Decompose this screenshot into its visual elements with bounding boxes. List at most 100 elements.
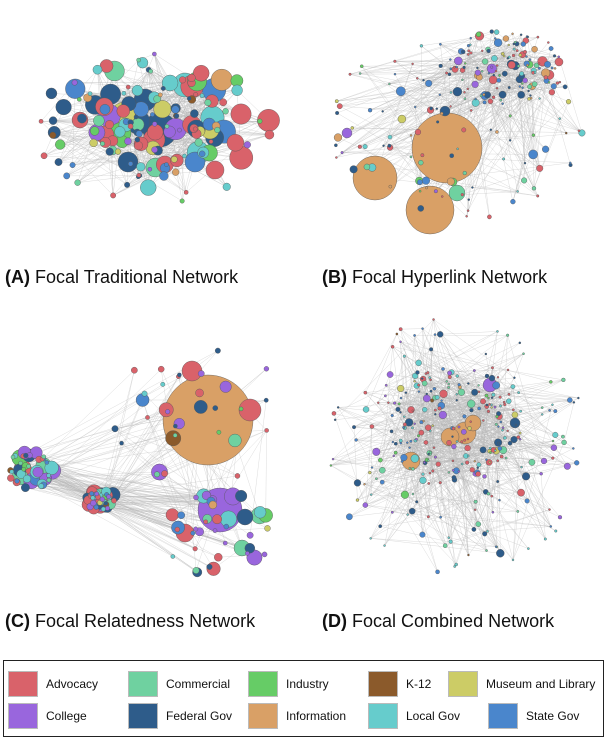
edge [99,501,212,503]
edge [181,84,186,201]
node [422,79,425,82]
edge [410,349,432,462]
node [192,567,200,574]
node [363,482,366,486]
node [214,126,221,133]
node [511,408,515,412]
node [228,433,242,448]
network-graph-a [38,51,280,204]
node [457,383,461,387]
edge [400,341,551,383]
node [510,436,518,444]
node [331,411,337,416]
legend-swatch-museum-library [448,671,478,697]
node [467,426,472,431]
edge [45,478,210,568]
node [131,366,138,374]
node [434,394,440,400]
edge [442,368,500,417]
edge [36,478,196,530]
edge [333,413,366,506]
node [501,102,504,105]
node [501,428,504,432]
node [453,65,456,69]
node [55,99,72,116]
node [124,181,131,188]
edge [77,175,139,183]
node [463,97,467,100]
node [455,65,458,69]
node [447,471,451,474]
edge [335,319,434,420]
node [433,333,437,336]
edge [456,451,490,471]
node [516,190,519,193]
node [540,413,544,416]
edge [422,449,494,475]
node [408,466,412,470]
node [263,366,270,372]
node [518,85,522,88]
node [551,456,555,460]
node [469,408,474,413]
edge [416,385,574,403]
edge [462,34,479,80]
panel-d [305,305,609,595]
edge [431,67,465,109]
node [521,86,524,89]
edge [492,511,518,513]
node [425,392,428,396]
node [455,374,459,378]
node [133,114,139,120]
node [464,62,467,65]
edge [472,187,538,197]
edge [100,475,238,497]
edge [495,71,534,136]
node [192,126,198,132]
legend-label-k12: K-12 [406,677,432,691]
node [472,369,476,372]
edge [105,496,208,520]
network-graph-b [333,29,586,235]
node [203,519,208,525]
node [426,515,430,519]
edge [114,428,238,477]
node [466,53,470,56]
node [406,441,409,444]
edge [442,394,510,416]
node [477,384,480,387]
node [408,446,411,449]
node [422,419,425,423]
edge [389,79,463,146]
edge [389,68,540,138]
node [421,327,424,330]
node [518,341,522,345]
node [32,466,44,478]
edge [529,86,567,134]
node [124,137,132,145]
nodes [333,29,586,235]
node [502,157,506,161]
caption-d: (D) Focal Combined Network [322,611,554,632]
node [121,90,127,96]
edge [414,423,476,474]
panel-c [0,305,305,595]
node [412,372,419,379]
edge [487,526,551,532]
edge [482,449,551,527]
node [425,424,432,431]
node [157,365,165,373]
edge [335,66,457,146]
node [172,168,180,176]
node [386,371,394,378]
node [460,440,464,444]
node [48,116,58,125]
node [151,146,158,153]
edge [371,426,487,551]
node [469,51,473,55]
node [548,508,551,511]
node [496,78,501,83]
node [437,406,442,411]
legend-swatch-state-gov [488,703,518,729]
node [449,58,452,61]
